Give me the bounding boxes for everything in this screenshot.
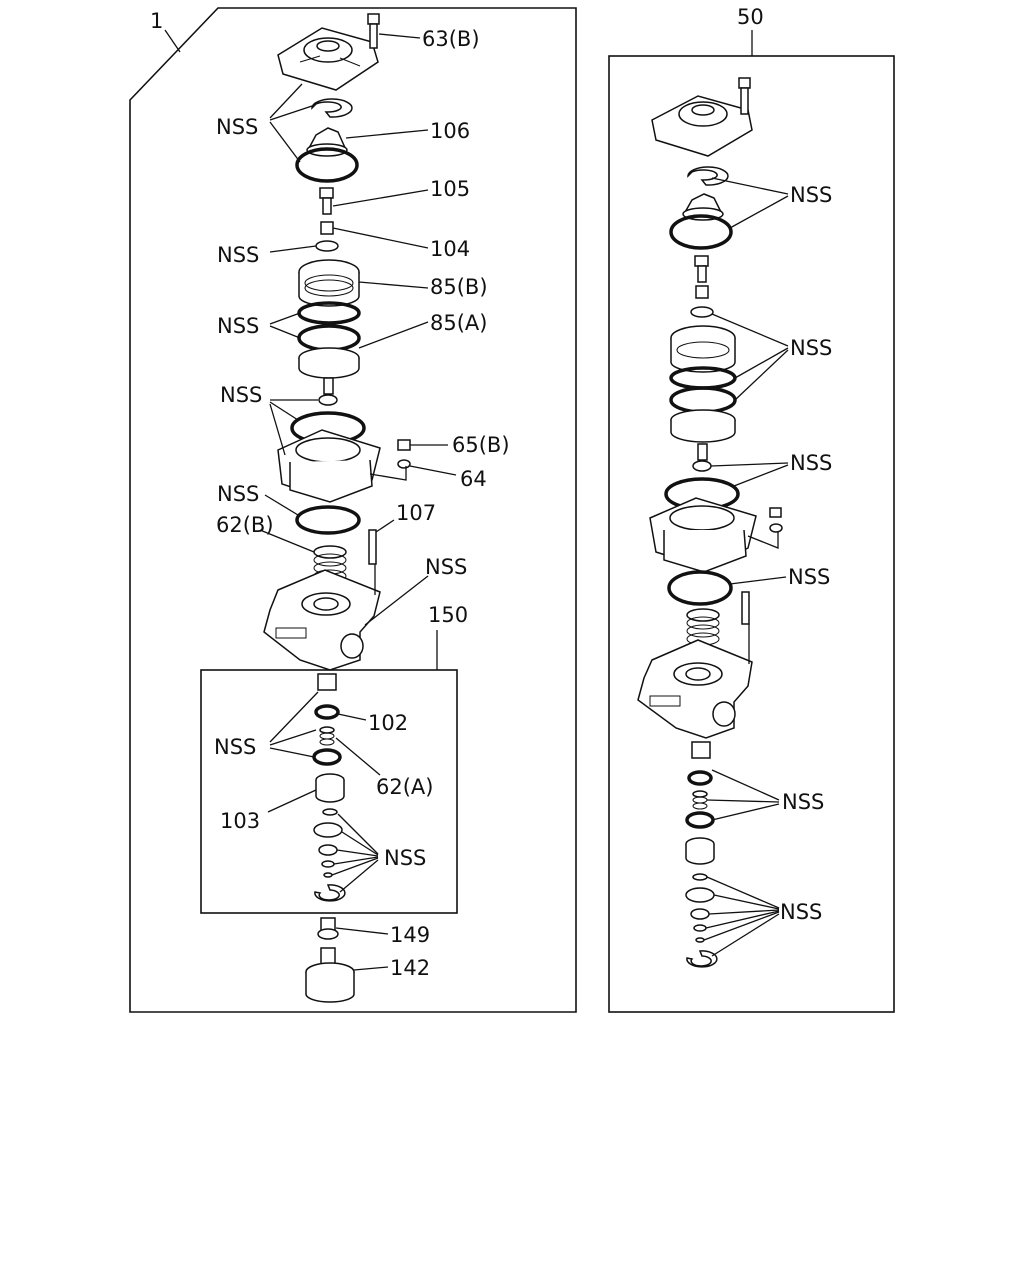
- callout-149: 149: [390, 923, 430, 947]
- valve-body-part: [263, 569, 381, 671]
- alt-snap-ring-part: [686, 950, 718, 968]
- callout-107: 107: [396, 501, 436, 525]
- assembly-label-alt: 50: [737, 5, 764, 29]
- alt-washer-part: [695, 937, 705, 943]
- callout-106: 106: [430, 119, 470, 143]
- callout-102: 102: [368, 711, 408, 735]
- alt-relay-piston-part: [670, 325, 736, 373]
- callout-105: 105: [430, 177, 470, 201]
- callout-62b: 62(B): [216, 513, 274, 537]
- alt-bolt-part: [738, 77, 751, 115]
- small-seal-part: [318, 394, 338, 406]
- callout-64: 64: [460, 467, 487, 491]
- middle-body-part: [277, 429, 381, 503]
- leader-lines-sub: [267, 691, 389, 971]
- alt-callout-nss: NSS: [790, 183, 832, 207]
- relay-piston-part: [298, 259, 360, 307]
- alt-cover-plate-part: [651, 95, 753, 157]
- cover-plate-part: [277, 27, 379, 91]
- washer-part: [321, 860, 335, 868]
- o-ring-part: [295, 147, 359, 183]
- leader-lines-alt: [703, 177, 789, 957]
- alt-washer-part: [685, 887, 715, 903]
- alt-spring-part: [686, 608, 720, 646]
- washer-part: [318, 844, 338, 856]
- valve-seat-part: [317, 673, 337, 691]
- callout-85b: 85(B): [430, 275, 488, 299]
- o-ring-part: [312, 748, 342, 766]
- washer-part: [323, 872, 333, 878]
- alt-small-seal-part: [692, 873, 708, 881]
- cap-142-part: [305, 947, 355, 1003]
- alt-seal-part: [687, 770, 713, 786]
- main-assembly-frame: [129, 7, 577, 1013]
- spring-62a-part: [319, 726, 335, 746]
- alt-lower-piston-part: [670, 409, 736, 461]
- alt-washer-part: [769, 523, 783, 533]
- washer-part: [397, 459, 411, 469]
- alt-callout-nss: NSS: [788, 565, 830, 589]
- callout-103: 103: [220, 809, 260, 833]
- alt-valve-seat-part: [691, 741, 711, 759]
- alt-small-seal-part: [692, 460, 712, 472]
- piston-part: [319, 187, 334, 215]
- callout-nss: NSS: [384, 846, 426, 870]
- leader-lines-main: [259, 33, 457, 626]
- alt-callout-nss: NSS: [790, 336, 832, 360]
- small-seal-part: [315, 240, 339, 252]
- assembly-label-sub: 150: [428, 603, 468, 627]
- washer-part: [313, 822, 343, 838]
- guide-149-part: [317, 917, 339, 940]
- callout-62a: 62(A): [376, 775, 433, 799]
- alt-snap-ring-part: [687, 166, 729, 186]
- alt-middle-body-part: [649, 497, 757, 573]
- callout-142: 142: [390, 956, 430, 980]
- seal-ring-part: [297, 324, 361, 352]
- small-seal-part: [322, 808, 338, 816]
- callout-nss: NSS: [217, 314, 259, 338]
- alt-piston-part: [694, 255, 709, 283]
- callout-63b: 63(B): [422, 27, 480, 51]
- alt-assembly-frame: [608, 30, 895, 1013]
- callout-104: 104: [430, 237, 470, 261]
- o-ring-part: [295, 505, 361, 535]
- alt-spacer-part: [695, 285, 709, 299]
- snap-ring-part: [311, 98, 353, 118]
- callout-nss: NSS: [217, 243, 259, 267]
- alt-small-seal-part: [690, 306, 714, 318]
- alt-washer-part: [693, 924, 707, 932]
- alt-o-ring-part: [669, 214, 733, 250]
- alt-seal-ring-part: [669, 386, 737, 414]
- alt-callout-nss: NSS: [780, 900, 822, 924]
- callout-nss: NSS: [217, 482, 259, 506]
- alt-stud-part: [741, 591, 750, 625]
- alt-o-ring-part: [685, 811, 715, 829]
- stud-part: [368, 529, 377, 565]
- spacer-part: [320, 221, 334, 235]
- callout-nss: NSS: [214, 735, 256, 759]
- alt-callout-nss: NSS: [790, 451, 832, 475]
- callout-65b: 65(B): [452, 433, 510, 457]
- valve-103-part: [315, 773, 345, 803]
- callout-nss: NSS: [216, 115, 258, 139]
- callout-nss: NSS: [425, 555, 467, 579]
- nut-part: [397, 439, 411, 451]
- sub-assembly-frame: [200, 630, 458, 914]
- bolt-part: [367, 13, 380, 49]
- alt-callout-nss: NSS: [782, 790, 824, 814]
- alt-nut-part: [769, 507, 782, 518]
- assembly-label-main: 1: [150, 9, 163, 33]
- snap-ring-part: [314, 884, 346, 902]
- alt-washer-part: [690, 908, 710, 920]
- alt-valve-body-part: [637, 639, 753, 739]
- callout-85a: 85(A): [430, 311, 487, 335]
- alt-spring-small-part: [692, 790, 708, 810]
- lower-piston-part: [298, 347, 360, 395]
- seal-102-part: [314, 704, 340, 720]
- alt-valve-part: [685, 837, 715, 865]
- callout-nss: NSS: [220, 383, 262, 407]
- alt-o-ring-part: [667, 570, 733, 606]
